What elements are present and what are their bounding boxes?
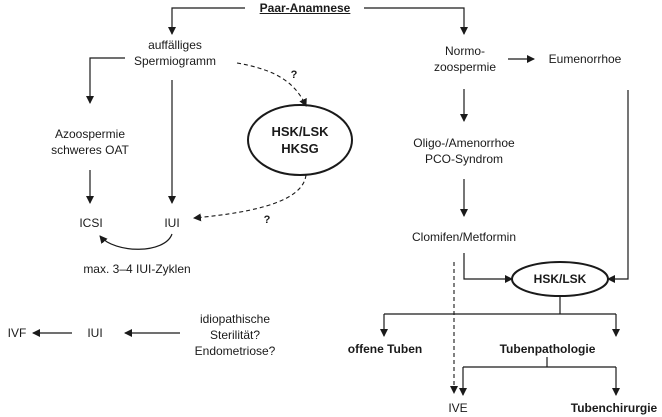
auffaelliges-line-1: auffälliges xyxy=(148,38,202,52)
auffaelliges-line-2: Spermiogramm xyxy=(133,54,217,68)
hsk-hksg-ellipse xyxy=(247,104,353,176)
edge-dashed-hsk-to-iui xyxy=(193,174,307,222)
max-iui-label: max. 3–4 IUI-Zyklen xyxy=(83,262,191,276)
tubenpathologie-label: Tubenpathologie xyxy=(499,342,596,356)
iui-top-label: IUI xyxy=(164,216,180,230)
eumenorrhoe-label: Eumenorrhoe xyxy=(548,52,622,66)
offene-tuben-label: offene Tuben xyxy=(347,342,423,356)
edge-anamnese-to-normo xyxy=(364,7,468,35)
normo-line-2: zoospermie xyxy=(433,60,497,74)
icsi-label: ICSI xyxy=(79,216,103,230)
question-mark-bottom: ? xyxy=(263,214,271,226)
normo-line-1: Normo- xyxy=(444,44,485,58)
idio-line-3: Endometriose? xyxy=(194,344,276,358)
idio-line-2: Sterilität? xyxy=(209,328,261,342)
edge-dashed-spermiogramm-to-hsk xyxy=(236,62,307,107)
clomifen-label: Clomifen/Metformin xyxy=(411,230,517,244)
hsk-lsk-label: HSK/LSK xyxy=(533,272,587,286)
hsk-lsk-ellipse xyxy=(511,261,609,297)
edge-iui-to-icsi-curve xyxy=(99,233,173,250)
question-mark-top: ? xyxy=(290,69,298,81)
oligo-line-1: Oligo-/Amenorrhoe xyxy=(413,136,515,150)
edge-anamnese-to-auffaelliges xyxy=(168,7,245,35)
ive-label: IVE xyxy=(448,401,468,415)
azoo-line-1: Azoospermie xyxy=(54,127,126,141)
tubenchirurgie-label: Tubenchirurgie xyxy=(570,401,658,415)
hsk-hksg-line-1: HSK/LSK xyxy=(271,124,329,139)
edge-auffaelliges-to-azoo xyxy=(86,57,125,104)
paar-anamnese-title: Paar-Anamnese xyxy=(259,1,351,15)
hsk-hksg-line-2: HKSG xyxy=(281,141,319,156)
edge-clomifen-to-hsk xyxy=(463,253,513,283)
iui-bottom-label: IUI xyxy=(87,326,103,340)
idio-line-1: idiopathische xyxy=(199,312,271,326)
edge-eumenorrhoe-to-hsk xyxy=(607,90,629,283)
azoo-line-2: schweres OAT xyxy=(51,143,129,157)
oligo-line-2: PCO-Syndrom xyxy=(424,152,504,166)
ivf-label: IVF xyxy=(7,326,27,340)
